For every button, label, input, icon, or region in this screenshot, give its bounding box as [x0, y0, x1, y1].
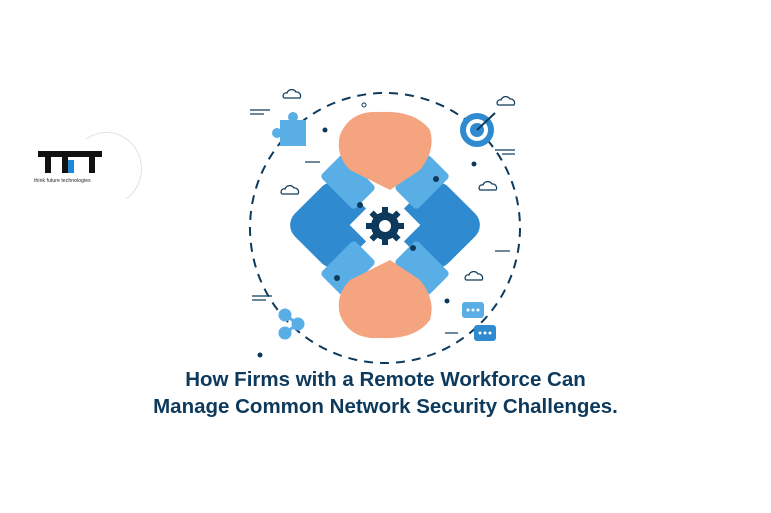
headline-line-1: How Firms with a Remote Workforce Can: [185, 368, 586, 391]
tft-logo-mark: [38, 151, 102, 173]
sleeves: [290, 155, 480, 295]
headline-line-2: Manage Common Network Security Challenge…: [153, 395, 618, 418]
headline: How Firms with a Remote Workforce Can Ma…: [0, 366, 771, 420]
target-icon: [460, 112, 496, 147]
cloud-icon: [280, 89, 516, 281]
company-logo: think future technologies: [22, 126, 148, 212]
teamwork-illustration: [249, 89, 521, 364]
share-icon: [278, 308, 305, 340]
hands: [338, 111, 432, 339]
dashed-ring: [249, 92, 521, 364]
puzzle-icon: [272, 112, 306, 146]
gear-icon: [366, 207, 404, 245]
chat-bubbles-icon: [462, 302, 496, 341]
logo-tagline: think future technologies: [34, 178, 91, 184]
